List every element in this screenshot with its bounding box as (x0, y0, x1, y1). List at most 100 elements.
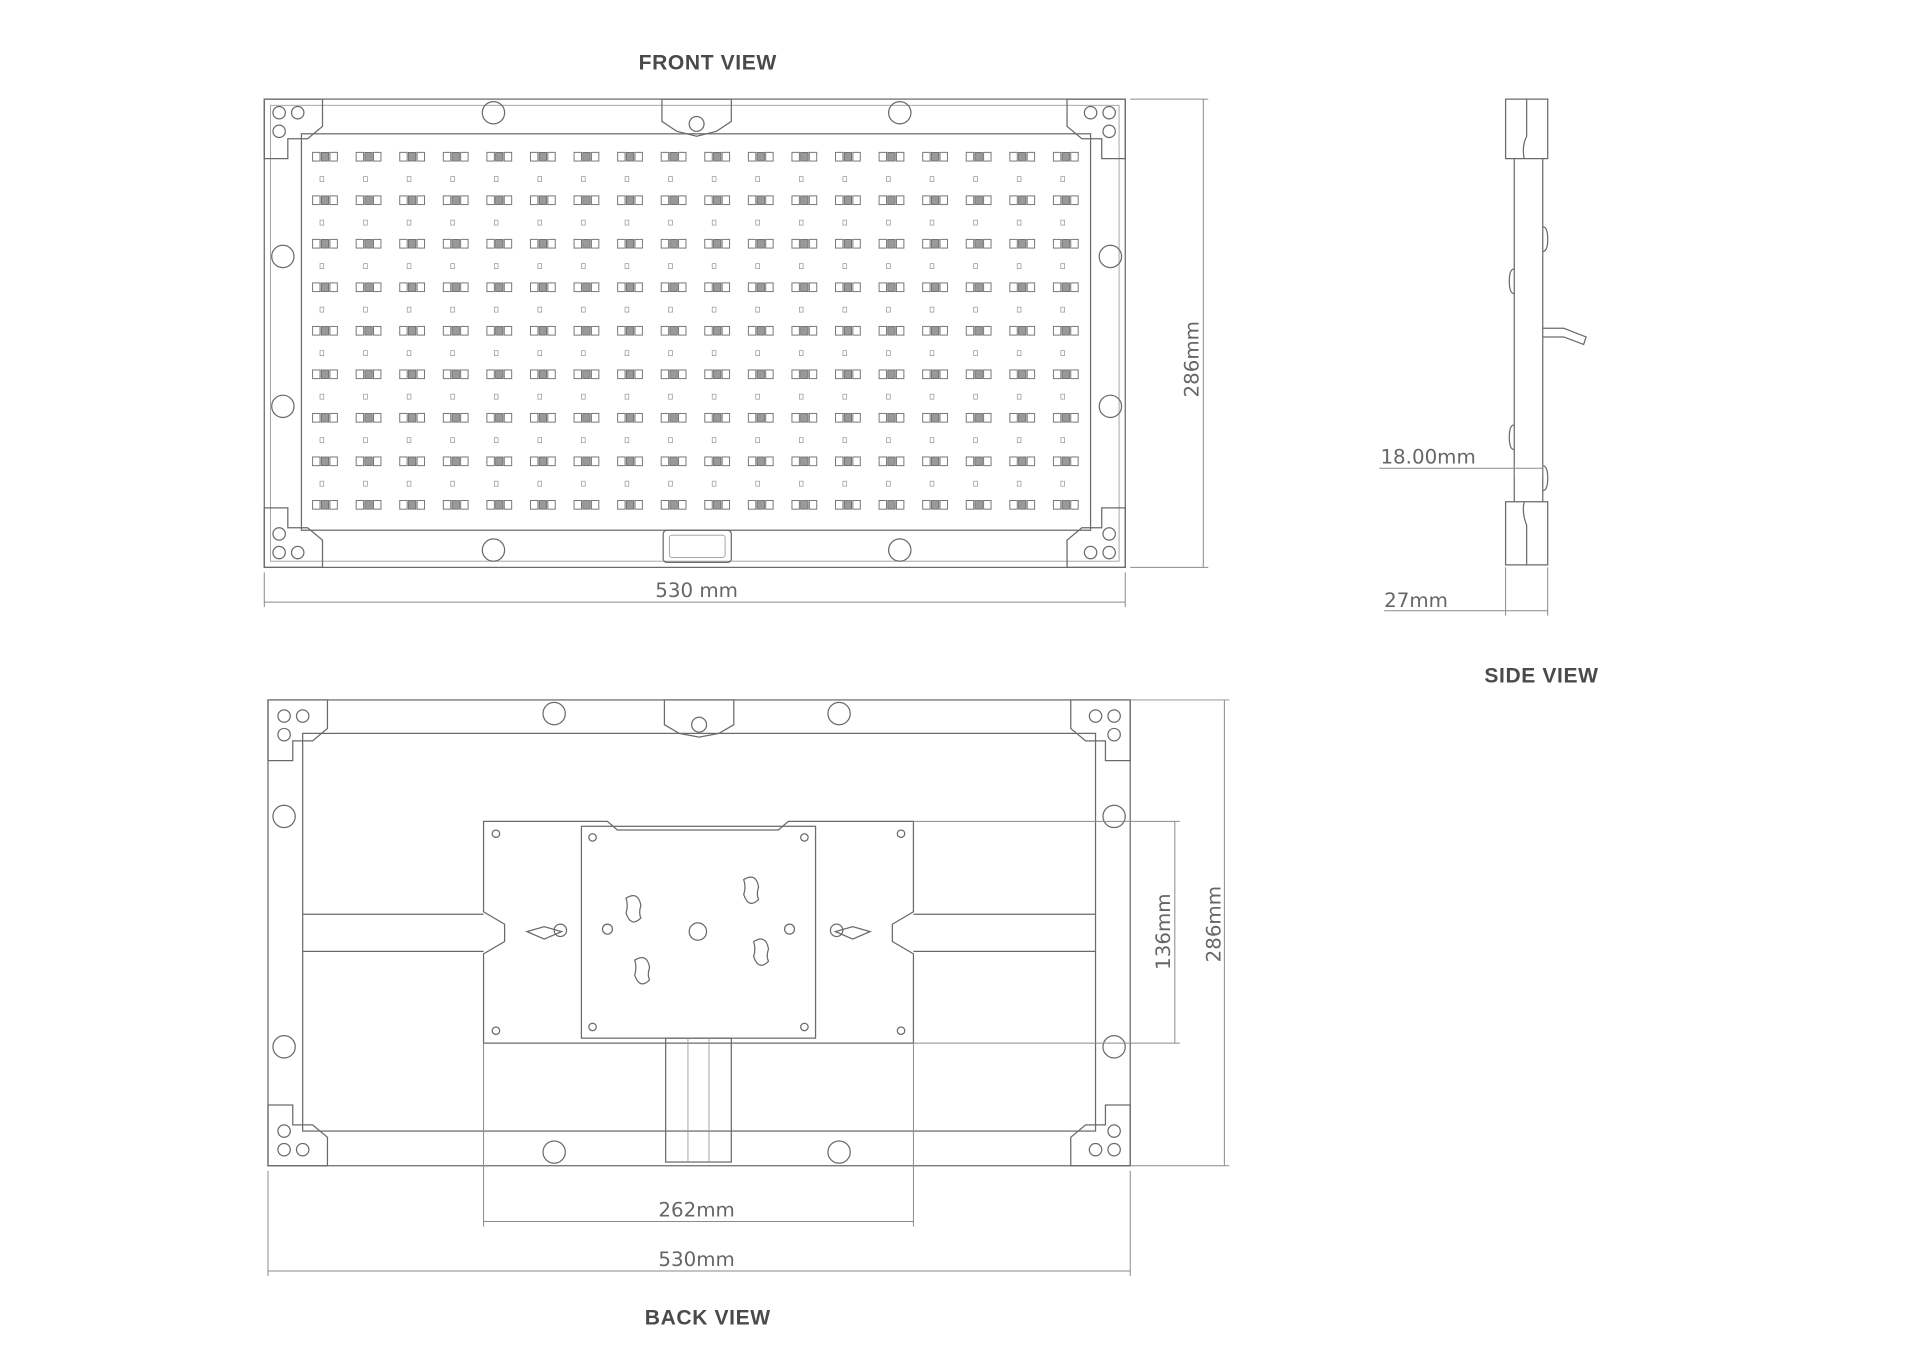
led-module (747, 151, 774, 162)
led-module (747, 456, 774, 467)
smd-component (624, 176, 630, 182)
led-module (529, 151, 556, 162)
smd-component (406, 263, 412, 269)
smd-component (973, 350, 978, 356)
led-module (922, 282, 948, 293)
led-module (442, 412, 469, 423)
smd-component (363, 263, 368, 269)
led-module (747, 412, 774, 423)
smd-component (537, 393, 543, 400)
smd-component (537, 219, 543, 226)
side-bottom-bracket (1504, 501, 1549, 566)
smd-component (581, 176, 586, 182)
smd-component (537, 437, 543, 444)
led-module (660, 151, 687, 162)
led-module (1052, 456, 1079, 467)
led-module (704, 238, 731, 249)
smd-component (406, 350, 412, 356)
smd-component (319, 480, 325, 487)
led-module (442, 456, 469, 467)
led-module (573, 195, 600, 206)
smd-component (1060, 306, 1065, 313)
led-module (1009, 151, 1036, 162)
led-module (922, 412, 948, 423)
led-module (835, 369, 861, 380)
smd-component (929, 393, 935, 400)
led-module (660, 195, 687, 206)
smd-component (1060, 263, 1065, 269)
smd-component (668, 350, 673, 356)
smd-component (363, 350, 368, 356)
plate-width-dimension: 262mm (658, 1199, 734, 1222)
led-module (529, 282, 556, 293)
smd-component (886, 437, 891, 444)
smd-component (929, 350, 935, 356)
smd-component (624, 219, 630, 226)
smd-component (799, 350, 804, 356)
led-module (965, 238, 992, 249)
led-module (835, 282, 861, 293)
led-module (486, 412, 513, 423)
led-module (922, 369, 948, 380)
led-module (747, 499, 774, 510)
led-module (355, 456, 382, 467)
smd-component (755, 480, 760, 487)
led-module (486, 325, 513, 336)
led-module (704, 282, 731, 293)
smd-component (450, 350, 455, 356)
back-crossbar (302, 913, 1096, 953)
led-module (791, 238, 818, 249)
front-width-dimension: 530 mm (655, 579, 738, 602)
smd-component (1016, 306, 1022, 313)
smd-component (363, 437, 368, 444)
led-module (442, 195, 469, 206)
smd-component (624, 350, 630, 356)
led-module (355, 325, 382, 336)
led-module (878, 456, 905, 467)
led-module (791, 195, 818, 206)
led-module (573, 456, 600, 467)
led-module (835, 151, 861, 162)
smd-component (973, 437, 978, 444)
smd-component (799, 219, 804, 226)
smd-component (450, 437, 455, 444)
smd-component (450, 263, 455, 269)
smd-component (319, 393, 325, 400)
smd-component (711, 306, 717, 313)
smd-component (581, 480, 586, 487)
led-module (878, 282, 905, 293)
smd-component (755, 350, 760, 356)
smd-component (711, 480, 717, 487)
back-view-title: BACK VIEW (645, 1306, 771, 1329)
smd-component (363, 219, 368, 226)
smd-component (929, 480, 935, 487)
led-module (312, 456, 338, 467)
led-module (922, 238, 948, 249)
led-module (1009, 238, 1036, 249)
led-module (965, 499, 992, 510)
led-module (617, 195, 643, 206)
led-module (922, 151, 948, 162)
smd-component (668, 263, 673, 269)
smd-component (624, 306, 630, 313)
side-profile (1513, 158, 1544, 502)
led-module (747, 282, 774, 293)
back-height-dimension: 286mm (1203, 886, 1226, 962)
smd-component (886, 306, 891, 313)
led-module (355, 282, 382, 293)
smd-component (799, 393, 804, 400)
smd-component (1016, 176, 1022, 182)
smd-component (537, 306, 543, 313)
led-module (965, 325, 992, 336)
led-module (835, 456, 861, 467)
led-module (660, 238, 687, 249)
smd-component (755, 306, 760, 313)
smd-component (886, 480, 891, 487)
led-module (617, 238, 643, 249)
led-module (573, 238, 600, 249)
led-module (355, 151, 382, 162)
smd-component (493, 263, 499, 269)
led-module (835, 238, 861, 249)
smd-component (799, 263, 804, 269)
smd-component (929, 437, 935, 444)
